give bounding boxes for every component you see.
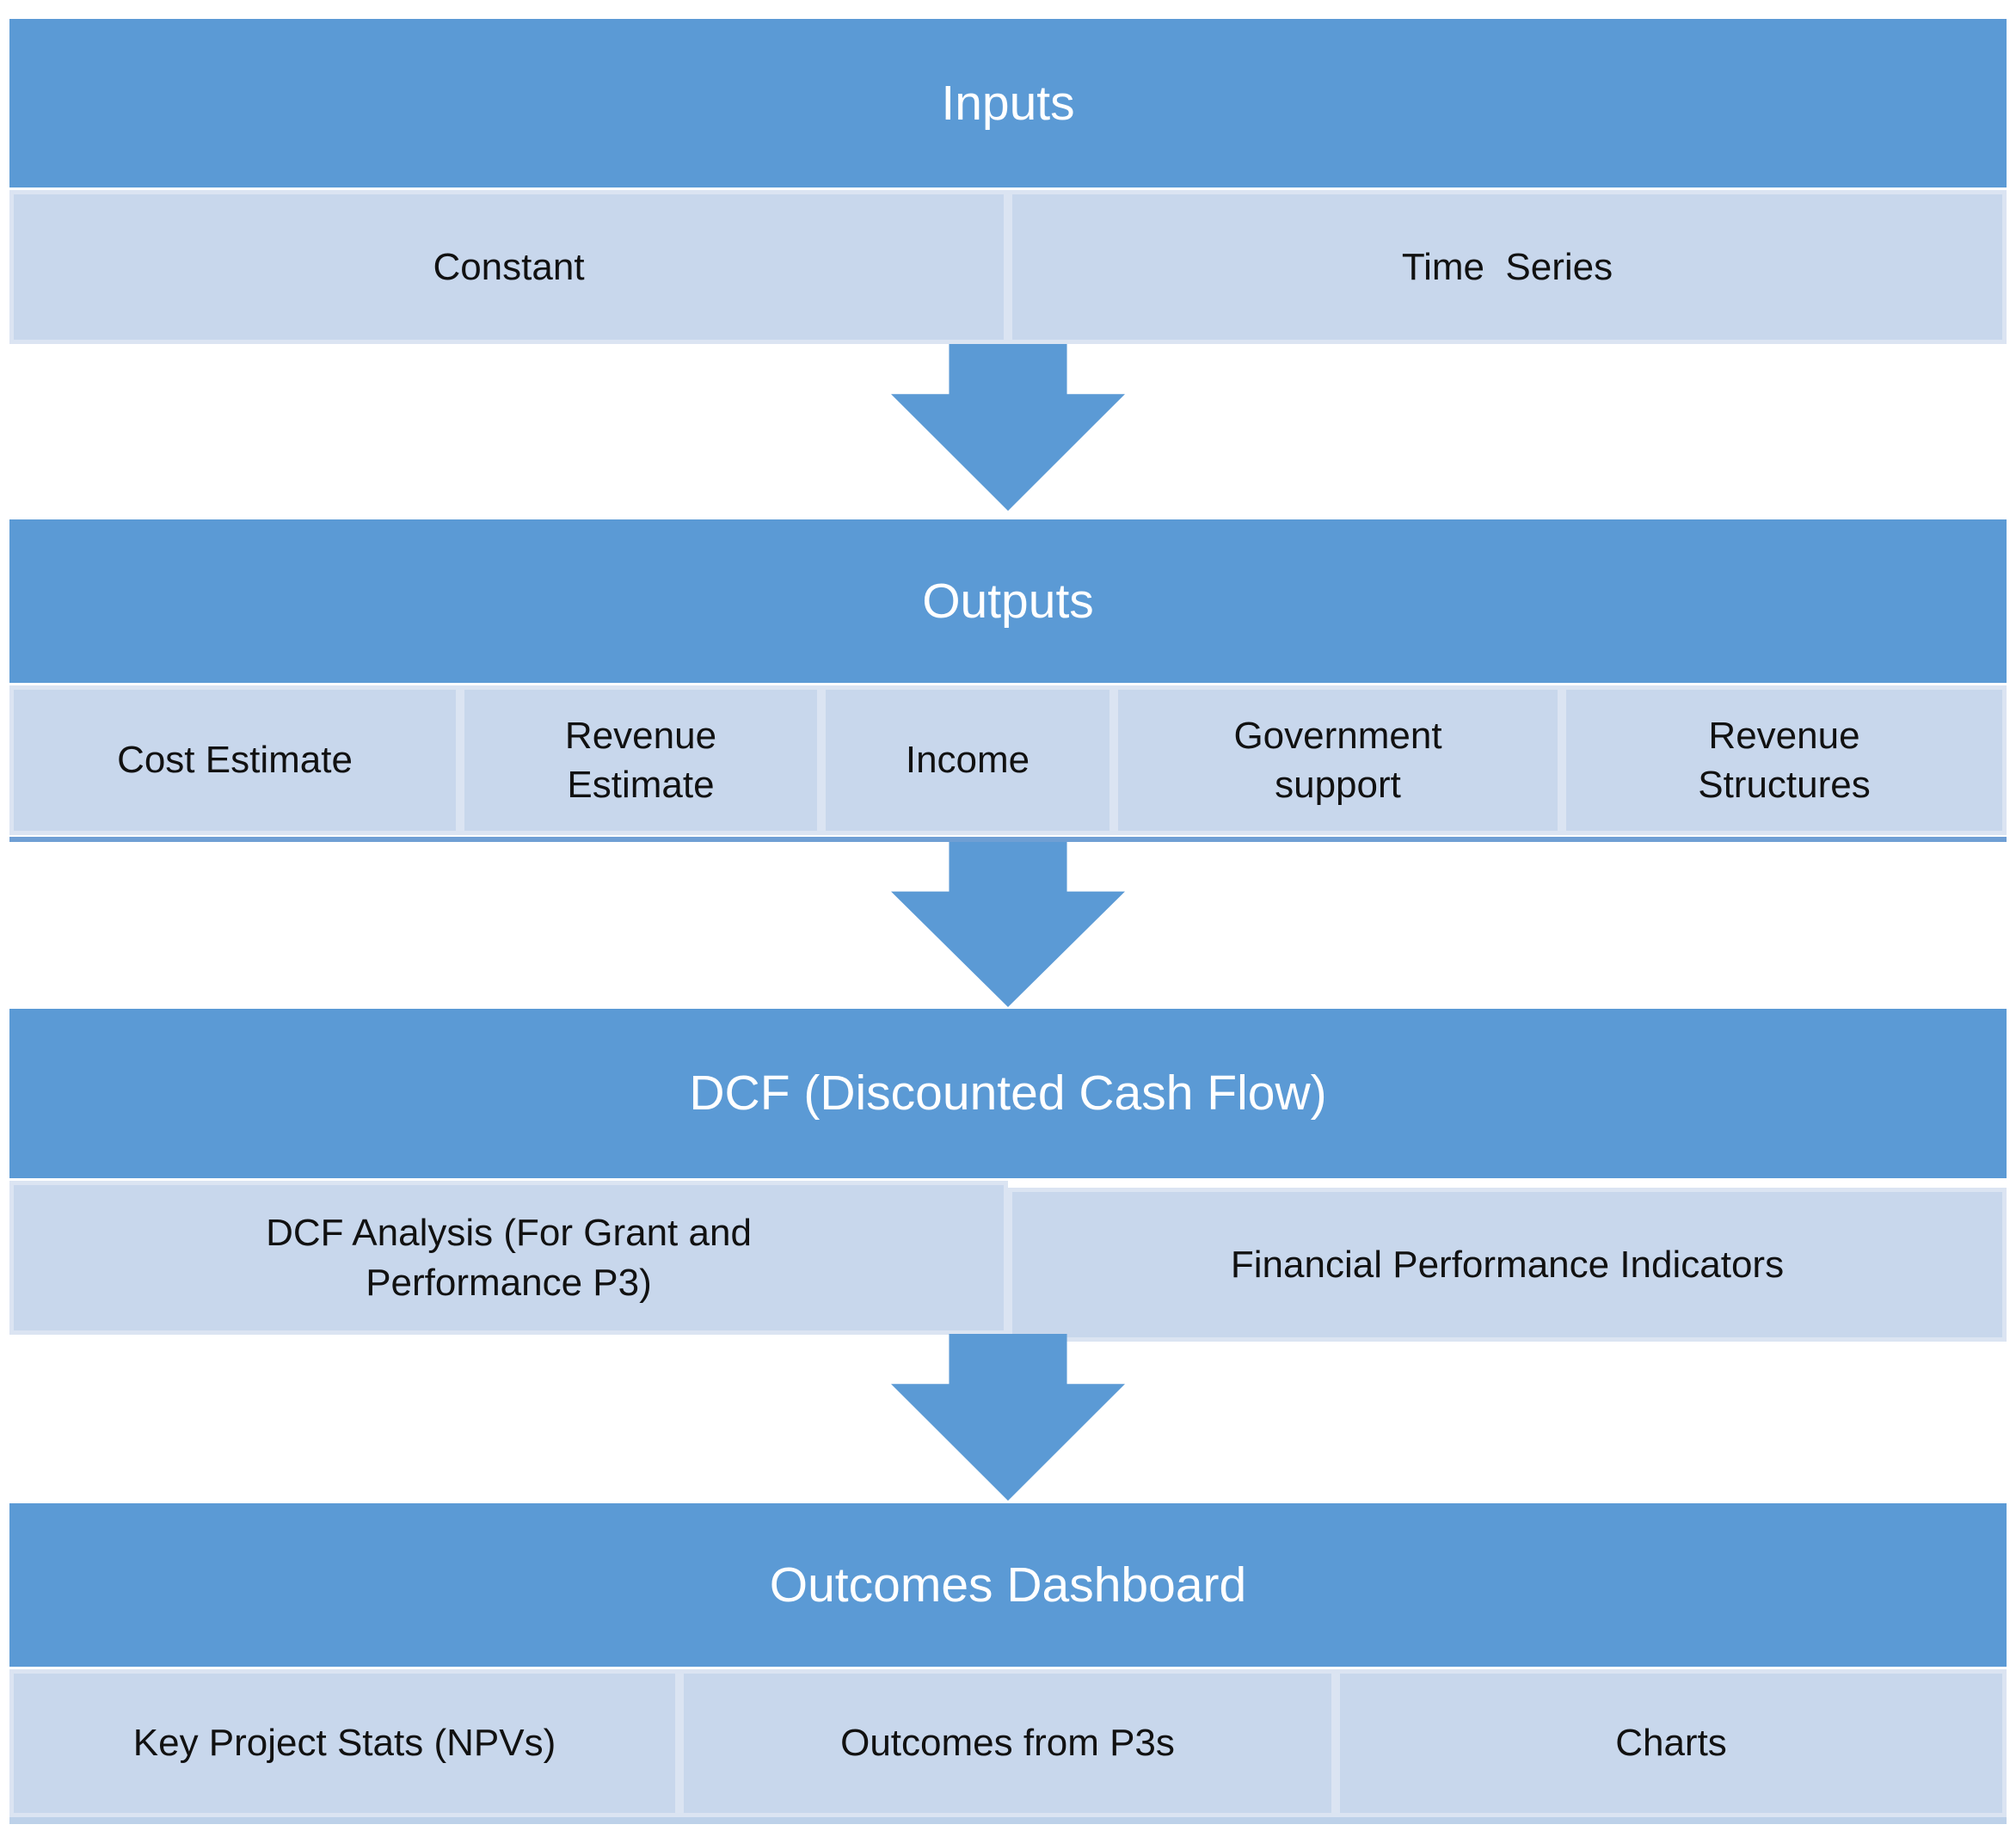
cell-constant-label: Constant (433, 245, 585, 288)
cell-financial-performance-indicators-label: Financial Performance Indicators (1230, 1243, 1785, 1286)
cell-dcf-analysis: DCF Analysis (For Grant and Performance … (9, 1181, 1008, 1335)
outputs-title: Outputs (922, 573, 1094, 629)
cell-financial-performance-indicators: Financial Performance Indicators (1008, 1188, 2007, 1342)
outcomes-title: Outcomes Dashboard (769, 1557, 1247, 1613)
cell-revenue-structures: Revenue Structures (1562, 685, 2007, 835)
down-arrow-icon (891, 1334, 1125, 1501)
outputs-bottom-divider (9, 837, 2007, 842)
outputs-header: Outputs (9, 519, 2007, 683)
dcf-header: DCF (Discounted Cash Flow) (9, 1009, 2007, 1178)
down-arrow-icon (891, 842, 1125, 1007)
cell-cost-estimate-label: Cost Estimate (117, 739, 353, 782)
outcomes-header: Outcomes Dashboard (9, 1503, 2007, 1667)
cell-outcomes-from-p3s-label: Outcomes from P3s (840, 1722, 1175, 1765)
cell-cost-estimate: Cost Estimate (9, 685, 460, 835)
dcf-title: DCF (Discounted Cash Flow) (689, 1066, 1327, 1121)
outcomes-bottom-divider (9, 1817, 2007, 1824)
cell-revenue-structures-label: Revenue Structures (1698, 714, 1871, 806)
cell-charts-label: Charts (1615, 1722, 1727, 1765)
inputs-header: Inputs (9, 19, 2007, 187)
cell-revenue-estimate-label: Revenue Estimate (564, 714, 728, 806)
cell-revenue-estimate: Revenue Estimate (460, 685, 821, 835)
cell-government-support: Government support (1114, 685, 1562, 835)
cell-key-project-stats-label: Key Project Stats (NPVs) (132, 1722, 556, 1765)
cell-income-label: Income (905, 739, 1030, 782)
cell-outcomes-from-p3s: Outcomes from P3s (679, 1669, 1336, 1817)
cell-key-project-stats: Key Project Stats (NPVs) (9, 1669, 679, 1817)
down-arrow-icon (891, 344, 1125, 511)
inputs-title: Inputs (941, 75, 1075, 131)
cell-income: Income (821, 685, 1114, 835)
cell-time-series: Time Series (1008, 190, 2007, 344)
cell-charts: Charts (1336, 1669, 2007, 1817)
cell-government-support-label: Government support (1233, 714, 1453, 806)
cell-dcf-analysis-label: DCF Analysis (For Grant and Performance … (266, 1212, 763, 1304)
cell-constant: Constant (9, 190, 1008, 344)
cell-time-series-label: Time Series (1401, 245, 1613, 288)
